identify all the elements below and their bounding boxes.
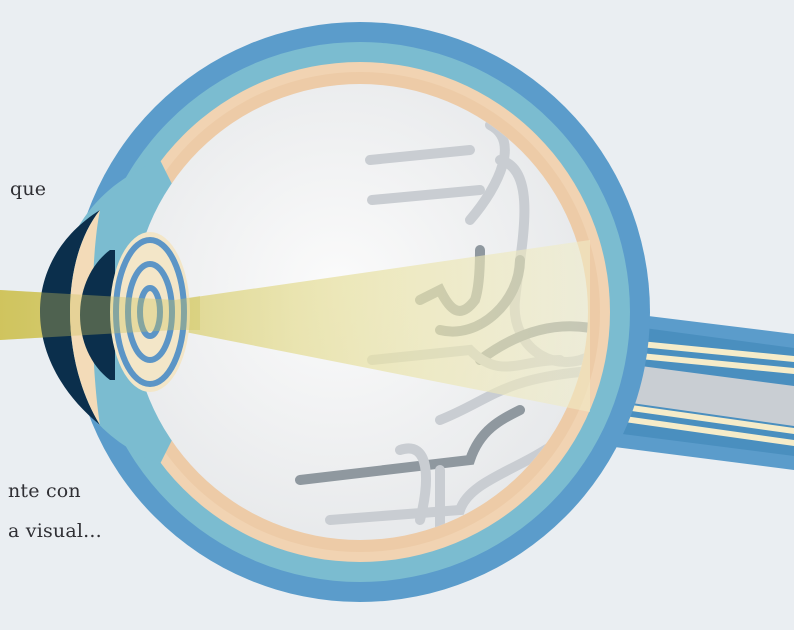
cornea-dark-layer — [40, 210, 100, 425]
iris-shape — [80, 250, 115, 380]
text-fragment-2: nte con — [8, 480, 81, 502]
light-beam-icon — [0, 240, 590, 412]
text-fragment-3: a visual... — [8, 520, 102, 542]
lens-icon — [110, 232, 190, 392]
text-fragment-1: que — [10, 178, 47, 200]
